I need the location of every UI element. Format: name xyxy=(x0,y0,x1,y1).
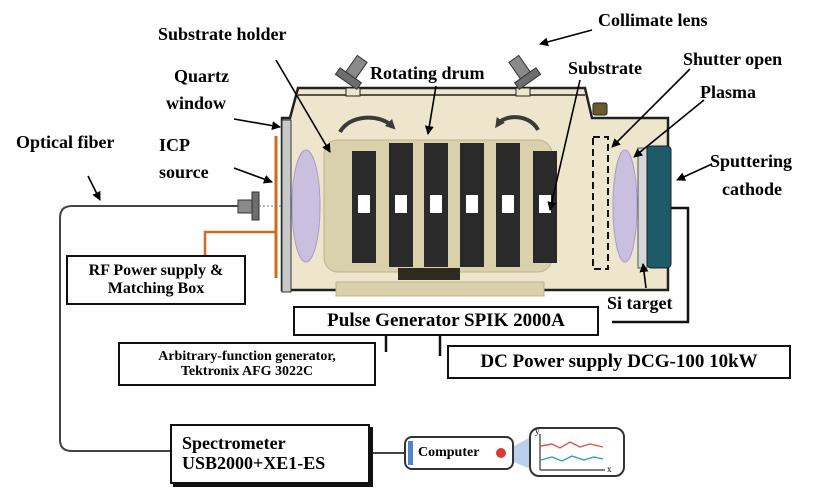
spectrometer-line-1: Spectrometer xyxy=(182,433,286,454)
substrate-slot xyxy=(466,195,478,213)
rf-power-box: RF Power supply & Matching Box xyxy=(66,255,246,305)
rf-power-line-2: Matching Box xyxy=(107,280,205,297)
label-si-target: Si target xyxy=(607,293,673,313)
label-optical-fiber: Optical fiber xyxy=(16,132,115,152)
substrate-slot xyxy=(430,195,442,213)
label-shutter-open: Shutter open xyxy=(683,49,783,69)
computer-box: Computer xyxy=(404,436,514,470)
plot-y-axis-label: y xyxy=(535,426,540,436)
quartz-window xyxy=(281,119,292,293)
plot-line-red xyxy=(540,441,604,449)
rf-power-line-1: RF Power supply & xyxy=(88,262,224,280)
spectrum-plot xyxy=(529,427,625,477)
spectrometer-box: Spectrometer USB2000+XE1-ES xyxy=(170,424,370,484)
label-cathode: cathode xyxy=(722,179,782,199)
computer-led-icon xyxy=(496,448,506,458)
label-rotating-drum: Rotating drum xyxy=(370,63,485,83)
afg-line-1: Arbitrary-function generator, xyxy=(158,348,336,364)
label-sputtering: Sputtering xyxy=(710,151,793,171)
collimate-lens-right-icon xyxy=(508,54,542,90)
leader-arrows xyxy=(87,29,713,289)
substrate-slot xyxy=(539,195,551,213)
pulse-generator-box: Pulse Generator SPIK 2000A xyxy=(293,306,599,336)
label-substrate: Substrate xyxy=(568,58,643,78)
label-icp: ICP xyxy=(159,135,190,155)
label-source: source xyxy=(159,162,209,182)
collimate-lens-left-icon xyxy=(334,54,368,90)
label-substrate-holder: Substrate holder xyxy=(158,24,287,44)
cathode-cable xyxy=(612,206,690,324)
spectrometer-line-2: USB2000+XE1-ES xyxy=(182,453,326,473)
afg-line-2: Tektronix AFG 3022C xyxy=(180,364,314,379)
sputtering-cathode xyxy=(646,145,672,269)
plot-x-axis-label: x xyxy=(607,464,612,474)
rotation-arrows xyxy=(338,115,540,134)
substrate-slot xyxy=(395,195,407,213)
si-target-plate xyxy=(637,147,648,269)
fiber-connector-icon xyxy=(237,191,282,221)
icp-plasma xyxy=(291,149,321,263)
plot-line-blue xyxy=(540,455,604,462)
afg-box: Arbitrary-function generator, Tektronix … xyxy=(118,342,376,386)
rf-cable xyxy=(203,230,276,262)
dc-power-box: DC Power supply DCG-100 10kW xyxy=(447,345,791,379)
label-quartz: Quartz xyxy=(174,66,229,86)
computer-accent-bar xyxy=(408,441,413,465)
substrate-slot xyxy=(502,195,514,213)
shutter xyxy=(592,136,609,270)
sputter-plasma xyxy=(612,149,638,263)
label-plasma: Plasma xyxy=(700,82,756,102)
drum-blades xyxy=(352,143,557,267)
computer-label: Computer xyxy=(418,445,480,460)
label-collimate-lens: Collimate lens xyxy=(598,10,708,30)
substrate-slot xyxy=(358,195,370,213)
optical-fiber-cable xyxy=(59,205,238,452)
label-window: window xyxy=(166,93,227,113)
